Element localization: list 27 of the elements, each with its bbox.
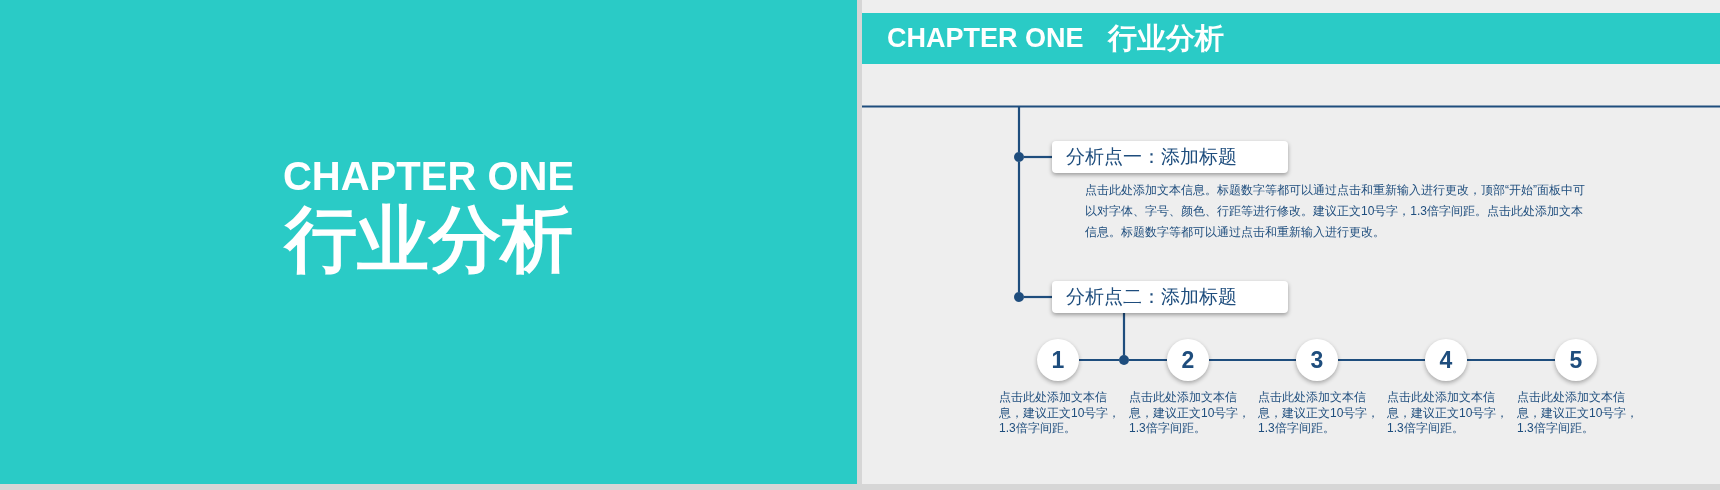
connector-line bbox=[1129, 358, 1167, 362]
junction-dot bbox=[1014, 152, 1024, 162]
body-text: 点击此处添加文本信息。标题数字等都可以通过点击和重新输入进行更改，顶部“开始”面板中可以对字体、字号、颜色、行距等进行修改。建议正文10号字，1.3倍字间距。点击此处添加文本信息。标题数字等都可以通过点击和重新输入进行更改。 bbox=[1085, 182, 1586, 241]
header-band bbox=[862, 13, 1720, 64]
connector-line bbox=[1024, 155, 1052, 159]
connector-line bbox=[1122, 313, 1126, 355]
step-description: 点击此处添加文本信息，建议正文10号字，1.3倍字间距。 bbox=[1129, 390, 1252, 437]
title-slide bbox=[0, 0, 857, 484]
connector-line bbox=[1024, 295, 1052, 299]
step-description: 点击此处添加文本信息，建议正文10号字，1.3倍字间距。 bbox=[1258, 390, 1381, 437]
heading-box: 分析点二：添加标题 bbox=[1052, 281, 1288, 313]
heading-box: 分析点一：添加标题 bbox=[1052, 141, 1288, 173]
step-description: 点击此处添加文本信息，建议正文10号字，1.3倍字间距。 bbox=[1517, 390, 1640, 437]
connector-line bbox=[1079, 358, 1119, 362]
junction-dot bbox=[1014, 292, 1024, 302]
connector-line bbox=[1017, 162, 1021, 292]
junction-dot bbox=[1119, 355, 1129, 365]
chapter-title: 行业分析 bbox=[284, 199, 573, 279]
chapter-label: CHAPTER ONE bbox=[282, 154, 575, 198]
chapter-label: CHAPTER ONE bbox=[887, 25, 1084, 52]
chapter-title: 行业分析 bbox=[1107, 24, 1224, 53]
step-description: 点击此处添加文本信息，建议正文10号字，1.3倍字间距。 bbox=[999, 390, 1122, 437]
connector-line bbox=[1209, 358, 1296, 362]
connector-line bbox=[1467, 358, 1555, 362]
step-description: 点击此处添加文本信息，建议正文10号字，1.3倍字间距。 bbox=[1387, 390, 1510, 437]
connector-line bbox=[1338, 358, 1425, 362]
connector-line bbox=[1017, 106, 1021, 152]
